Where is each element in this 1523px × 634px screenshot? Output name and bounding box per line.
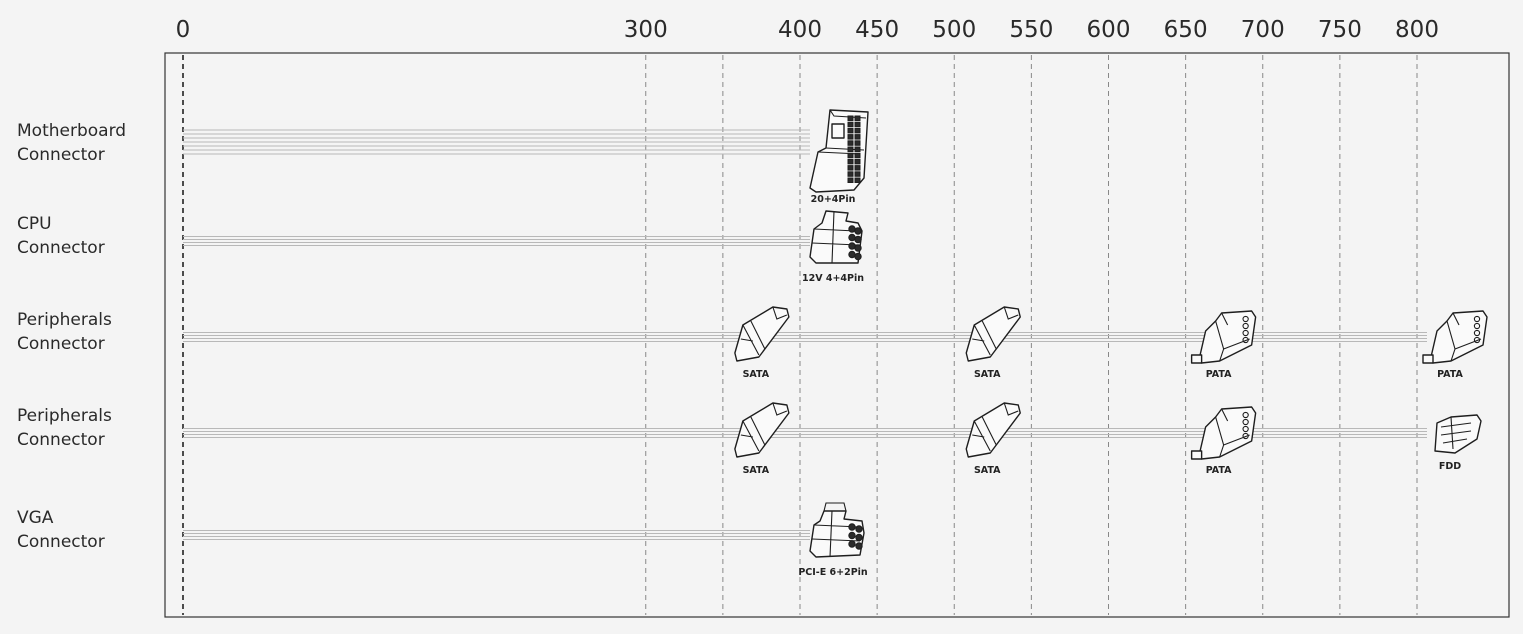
axis-tick-450: 450 (855, 17, 899, 43)
sata-connector-icon (965, 306, 1021, 362)
pata-connector-icon (1422, 310, 1488, 364)
connector-label-motherboard-1: 20+4Pin (811, 194, 856, 205)
axis-tick-400: 400 (778, 17, 822, 43)
cable-bundle-motherboard (183, 129, 810, 155)
connector-label-vga-1: PCI-E 6+2Pin (798, 567, 868, 578)
pata-connector-icon (1190, 406, 1257, 460)
connector-label-peripherals-2-3: PATA (1206, 465, 1232, 476)
connector-label-cpu-1: 12V 4+4Pin (802, 273, 864, 284)
row-label-peripherals-1-line-1: Peripherals (17, 310, 112, 330)
fdd-connector-icon (1434, 414, 1482, 454)
axis-tick-300: 300 (624, 17, 668, 43)
axis-tick-500: 500 (932, 17, 976, 43)
axis-tick-0: 0 (176, 17, 191, 43)
axis-tick-550: 550 (1009, 17, 1053, 43)
connector-label-peripherals-1-1: SATA (743, 369, 770, 380)
sata-connector-icon (965, 402, 1021, 458)
row-label-peripherals-2-line-1: Peripherals (17, 406, 112, 426)
row-cpu: CPU Connector 12V 4+4Pin (17, 210, 864, 284)
row-label-cpu-line-2: Connector (17, 238, 105, 258)
cable-bundle-cpu (183, 236, 810, 246)
atx24-connector-icon (809, 109, 869, 193)
connector-label-peripherals-2-2: SATA (974, 465, 1001, 476)
connector-label-peripherals-1-4: PATA (1437, 369, 1463, 380)
axis-tick-800: 800 (1395, 17, 1439, 43)
connector-label-peripherals-1-3: PATA (1206, 369, 1232, 380)
axis-tick-700: 700 (1241, 17, 1285, 43)
connector-label-peripherals-2-1: SATA (743, 465, 770, 476)
pcie8-connector-icon (809, 502, 865, 558)
row-label-vga-line-1: VGA (17, 508, 54, 528)
pata-connector-icon (1190, 310, 1257, 364)
sata-connector-icon (734, 402, 790, 458)
connector-label-peripherals-1-2: SATA (974, 369, 1001, 380)
connector-label-peripherals-2-4: FDD (1439, 461, 1461, 472)
axis-tick-750: 750 (1318, 17, 1362, 43)
sata-connector-icon (734, 306, 790, 362)
axis-tick-600: 600 (1087, 17, 1131, 43)
row-label-vga-line-2: Connector (17, 532, 105, 552)
eps8-connector-icon (809, 210, 863, 264)
row-label-motherboard-line-2: Connector (17, 145, 105, 165)
axis-tick-650: 650 (1164, 17, 1208, 43)
row-label-peripherals-2-line-2: Connector (17, 430, 105, 450)
length-axis: 0 300 400 450 500 550 600 650 700 750 800 (176, 17, 1439, 43)
cable-bundle-vga (183, 530, 810, 540)
row-label-motherboard-line-1: Motherboard (17, 121, 126, 141)
row-label-cpu-line-1: CPU (17, 214, 52, 234)
row-label-peripherals-1-line-2: Connector (17, 334, 105, 354)
